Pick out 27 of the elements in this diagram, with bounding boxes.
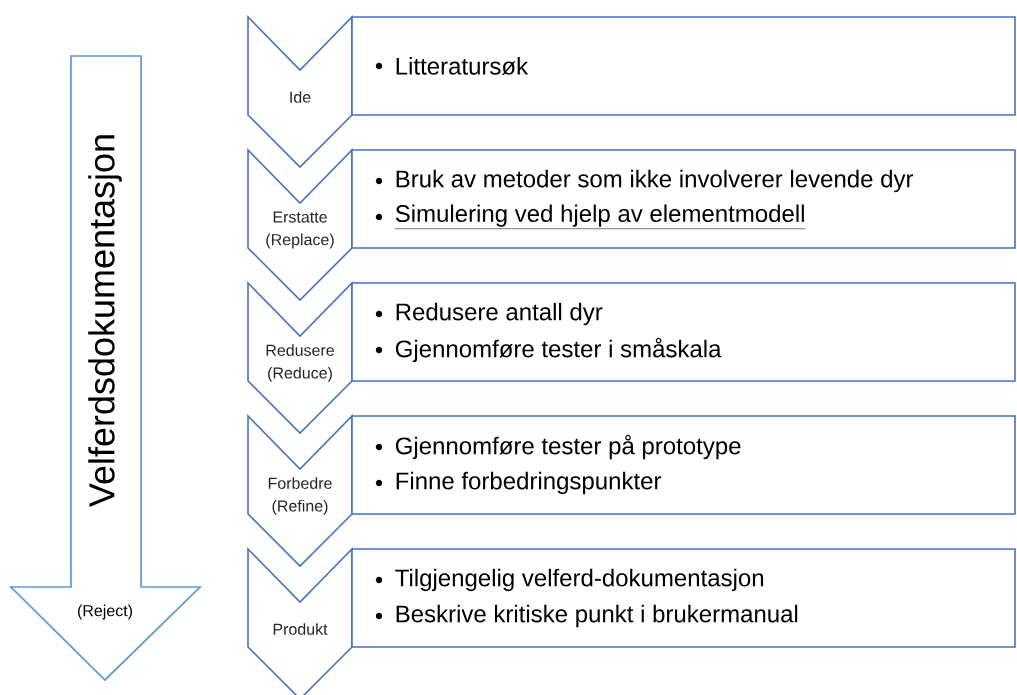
arrow-label: Velferdsdokumentasjon: [88, 135, 122, 507]
step-label: Produkt: [273, 623, 328, 635]
step-shape: [247, 414, 353, 568]
bullet-item: Simulering ved hjelp av elementmodell: [394, 204, 806, 229]
step-label: Erstatte (Replace): [266, 211, 334, 249]
bullet-box: [351, 415, 1016, 515]
step-label: Ide: [290, 91, 311, 103]
bullet-item: Litteratursøk: [396, 57, 529, 75]
bullet-box: [351, 548, 1016, 648]
bullet-item: Redusere antall dyr: [396, 302, 603, 326]
arrow-label: (Reject): [78, 604, 132, 620]
step-shape: [247, 15, 353, 169]
bullet-item: Finne forbedringspunkter: [396, 471, 662, 495]
bullet-box: [351, 16, 1016, 116]
step-shape: [247, 547, 353, 695]
down-arrow: [8, 55, 203, 682]
step-shape: [247, 281, 353, 435]
bullet-box: [351, 149, 1016, 249]
bullet-item: Gjennomføre tester i småskala: [395, 337, 722, 363]
step-shape: [247, 148, 353, 302]
step-label: Redusere (Reduce): [266, 344, 334, 382]
step-label: Forbedre (Refine): [268, 477, 332, 515]
bullet-item: Bruk av metoder som ikke involverer levende dyr: [396, 169, 914, 193]
bullet-item: Gjennomføre tester på prototype: [395, 434, 741, 460]
bullet-item: Beskrive kritiske punkt i brukermanual: [396, 604, 798, 628]
bullet-item: Tilgjengelig velferd-dokumentasjon: [395, 568, 764, 592]
bullet-box: [351, 282, 1016, 382]
